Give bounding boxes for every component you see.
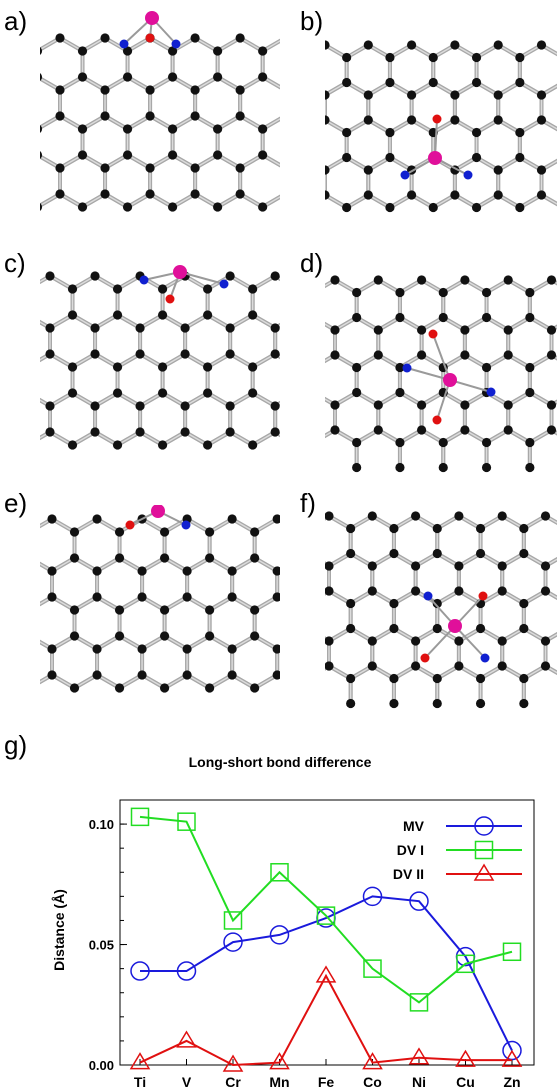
data-point xyxy=(130,807,150,827)
data-point xyxy=(223,911,243,930)
x-tick-label: Ni xyxy=(412,1074,426,1090)
data-point xyxy=(456,954,475,974)
data-point xyxy=(362,886,383,907)
data-point xyxy=(176,1030,197,1048)
bond-difference-chart: Long-short bond difference Distance (Å) … xyxy=(51,754,535,1090)
data-point xyxy=(316,906,336,925)
structure-image-a xyxy=(40,11,280,212)
panel-label-b: b) xyxy=(300,6,324,36)
structure-image-f xyxy=(325,511,557,709)
data-point xyxy=(177,812,196,831)
panel-label-f: f) xyxy=(300,488,316,518)
legend-label: DV II xyxy=(393,866,424,882)
data-point xyxy=(269,1052,290,1070)
data-point xyxy=(129,1052,151,1070)
panel-label-a: a) xyxy=(4,6,28,36)
data-point xyxy=(363,959,382,978)
legend-label: MV xyxy=(403,818,425,834)
chart-title: Long-short bond difference xyxy=(189,754,372,770)
panel-label-d: d) xyxy=(300,248,324,278)
data-point xyxy=(362,1052,383,1070)
panel-label-e: e) xyxy=(4,488,28,518)
legend-label: DV I xyxy=(397,842,424,858)
data-point xyxy=(501,1049,523,1067)
data-point xyxy=(408,1047,430,1065)
y-tick-label: 0.10 xyxy=(89,817,114,832)
series-line-mv xyxy=(140,895,513,1051)
y-tick-label: 0.05 xyxy=(89,938,114,953)
data-point xyxy=(409,891,429,911)
panel-label-c: c) xyxy=(4,248,26,278)
data-point xyxy=(473,863,495,881)
x-tick-label: Mn xyxy=(269,1074,289,1090)
data-point xyxy=(223,932,243,952)
structure-image-d xyxy=(325,275,557,473)
data-point xyxy=(130,961,150,981)
data-point xyxy=(502,942,522,962)
data-point xyxy=(409,993,429,1012)
x-tick-label: Cu xyxy=(456,1074,475,1090)
series-line-dv-i xyxy=(139,815,513,1004)
structure-image-e xyxy=(40,505,280,693)
x-tick-label: Ti xyxy=(134,1074,146,1090)
data-point xyxy=(222,1054,244,1072)
structure-image-b xyxy=(325,40,557,213)
x-tick-label: Co xyxy=(363,1074,382,1090)
x-tick-label: V xyxy=(182,1074,192,1090)
x-tick-label: Zn xyxy=(503,1074,520,1090)
y-tick-label: 0.00 xyxy=(89,1058,114,1073)
data-point xyxy=(474,816,494,836)
structure-image-c xyxy=(40,265,280,450)
data-point xyxy=(455,1049,476,1067)
x-tick-label: Fe xyxy=(318,1074,335,1090)
data-point xyxy=(269,925,290,945)
y-axis-label: Distance (Å) xyxy=(51,889,67,971)
data-point xyxy=(176,961,197,981)
data-point xyxy=(474,840,494,860)
plot-frame xyxy=(119,799,535,1066)
x-tick-label: Cr xyxy=(225,1074,241,1090)
data-point xyxy=(315,965,337,983)
series-line-dv-ii xyxy=(139,973,512,1067)
data-point xyxy=(270,863,289,882)
panel-label-g: g) xyxy=(4,730,28,760)
